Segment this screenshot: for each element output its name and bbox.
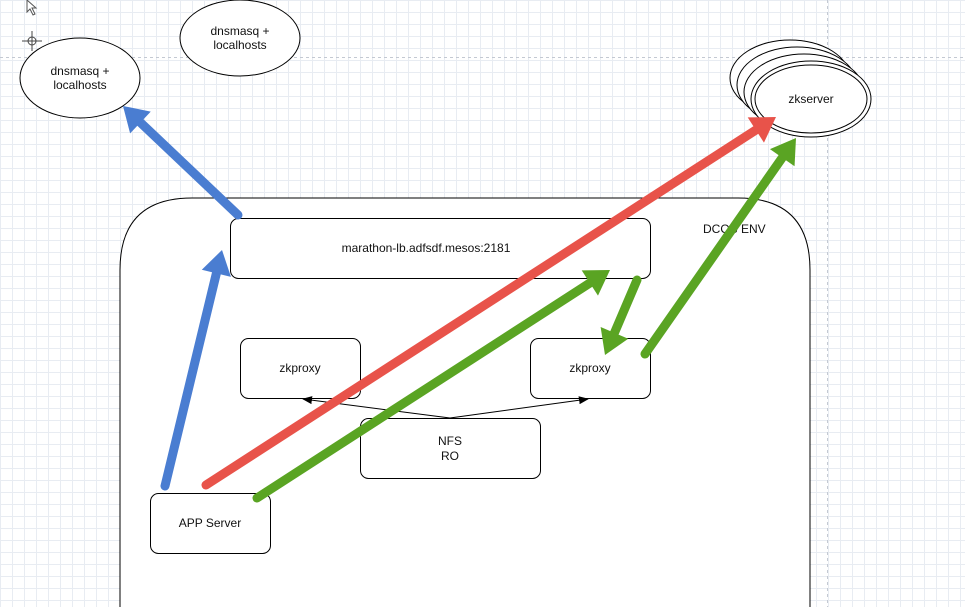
- red-arrow-appserver-to-zkserver-head: [747, 117, 776, 143]
- green-arrow-marathon-to-zkproxy[interactable]: [600, 275, 642, 355]
- zkproxy-right-label: zkproxy: [569, 361, 610, 375]
- blue-arrow-appserver-to-marathon[interactable]: [160, 250, 231, 491]
- thick-arrows-layer: [123, 106, 796, 503]
- green-arrow-marathon-to-zkproxy-head: [600, 327, 629, 355]
- marathon-lb-label: marathon-lb.adfsdf.mesos:2181: [342, 241, 511, 255]
- dnsmasq-ellipse-right[interactable]: dnsmasq + localhosts: [179, 0, 301, 77]
- green-arrow-zkproxy-to-zkserver[interactable]: [640, 138, 796, 359]
- crosshair-icon: [22, 31, 42, 51]
- green-arrow-marathon-to-zkproxy-shaft: [609, 275, 642, 340]
- zkserver-label: zkserver: [788, 92, 833, 106]
- red-arrow-appserver-to-zkserver[interactable]: [201, 117, 776, 490]
- connector-nfs-to-zkproxy-right[interactable]: [449, 396, 589, 419]
- dcos-env-container[interactable]: [119, 197, 811, 607]
- red-arrow-appserver-to-zkserver-shaft: [201, 124, 763, 490]
- nfs-line2: RO: [441, 449, 459, 463]
- dnsmasq-ellipse-left[interactable]: dnsmasq + localhosts: [19, 37, 141, 119]
- cursor-icon: [26, 0, 38, 16]
- zkserver-ellipse-stack[interactable]: zkserver: [729, 39, 872, 138]
- blue-arrow-marathon-to-dnsmasq-shaft: [134, 116, 243, 220]
- dnsmasq-right-line1: dnsmasq +: [210, 24, 269, 38]
- zkproxy-left-label: zkproxy: [279, 361, 320, 375]
- green-arrow-appserver-to-marathon-head: [581, 270, 610, 296]
- blue-arrow-appserver-to-marathon-shaft: [160, 266, 222, 491]
- app-server-box[interactable]: APP Server: [150, 493, 271, 554]
- green-arrow-zkproxy-to-zkserver-head: [769, 138, 796, 167]
- blue-arrow-marathon-to-dnsmasq[interactable]: [123, 106, 243, 220]
- dnsmasq-right-line2: localhosts: [213, 38, 266, 52]
- app-server-label: APP Server: [179, 516, 241, 530]
- nfs-line1: NFS: [438, 434, 462, 448]
- dnsmasq-left-line2: localhosts: [53, 78, 106, 92]
- green-arrow-zkproxy-to-zkserver-shaft: [640, 151, 788, 359]
- marathon-lb-box[interactable]: marathon-lb.adfsdf.mesos:2181: [230, 218, 651, 279]
- green-arrow-appserver-to-marathon[interactable]: [252, 270, 610, 503]
- zkproxy-box-left[interactable]: zkproxy: [240, 338, 361, 399]
- nfs-box[interactable]: NFS RO: [360, 418, 541, 479]
- zkproxy-box-right[interactable]: zkproxy: [530, 338, 651, 399]
- dnsmasq-left-line1: dnsmasq +: [50, 64, 109, 78]
- blue-arrow-marathon-to-dnsmasq-head: [123, 106, 151, 134]
- blue-arrow-appserver-to-marathon-head: [201, 250, 231, 277]
- green-arrow-appserver-to-marathon-shaft: [252, 277, 597, 503]
